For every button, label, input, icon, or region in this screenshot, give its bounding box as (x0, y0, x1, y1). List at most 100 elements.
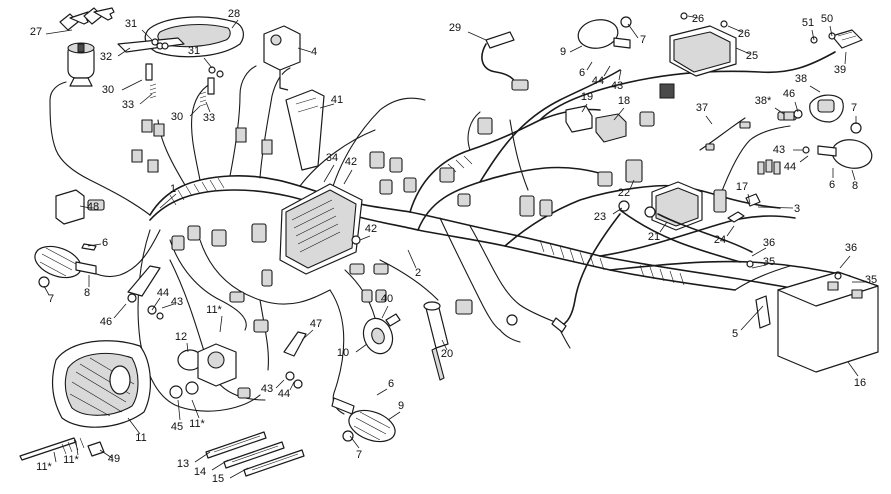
voltage-regulator (659, 12, 737, 99)
leader-line-c38b (774, 107, 785, 115)
callout-c4: 4 (311, 46, 317, 58)
callout-c6d: 6 (388, 378, 394, 390)
leader-line-c38a (809, 85, 821, 93)
leader-line-c40 (381, 305, 389, 319)
fuse-holder (727, 193, 761, 223)
leader-line-c8b (851, 169, 856, 181)
callout-c43c: 43 (773, 144, 785, 156)
callout-c11d: 11* (36, 461, 52, 473)
ignition-keys (59, 7, 115, 31)
turn-signal-front-left (34, 243, 97, 288)
callout-c22: 22 (618, 187, 630, 199)
callout-c24: 24 (714, 234, 726, 246)
callout-c8a: 8 (84, 287, 90, 299)
callout-c3: 3 (794, 203, 800, 215)
battery (746, 260, 879, 373)
callout-c44d: 44 (278, 388, 290, 400)
leader-line-c45 (177, 399, 181, 421)
handlebar-switch (263, 25, 301, 91)
cable-ties (205, 431, 305, 477)
leader-line-c44d (289, 381, 295, 391)
leader-line-c1 (159, 193, 177, 209)
callout-c48: 48 (87, 201, 99, 213)
callout-c10: 10 (337, 347, 349, 359)
callout-c41: 41 (331, 94, 343, 106)
spark-plug-cap (481, 31, 529, 91)
callout-c47: 47 (310, 318, 322, 330)
leader-line-c21 (659, 221, 668, 233)
leader-line-c50 (829, 25, 833, 37)
leader-line-c20 (441, 339, 448, 351)
leader-line-c36a (751, 247, 767, 257)
leader-line-c31b (203, 57, 213, 69)
leader-line-c10 (355, 343, 368, 353)
part-callouts: 12345666677778899101111*11*11*11*1213141… (30, 8, 877, 485)
leader-line-c48 (79, 205, 91, 209)
callout-c1: 1 (170, 183, 176, 195)
callout-c43d: 43 (261, 383, 273, 395)
callout-c32: 32 (100, 51, 112, 63)
callout-leader-lines (43, 15, 868, 479)
callout-c20: 20 (441, 348, 453, 360)
callout-c26b: 26 (738, 28, 750, 40)
leader-line-c11c (191, 399, 200, 419)
leader-line-c34 (323, 164, 335, 183)
leader-line-c42a (343, 169, 353, 185)
callout-c8b: 8 (852, 180, 858, 192)
headlight (52, 340, 151, 428)
leader-line-c15 (229, 467, 249, 479)
leader-line-c12 (186, 342, 189, 353)
leader-line-c33b (205, 101, 211, 113)
ignition-coil (423, 301, 449, 381)
callout-c6c: 6 (829, 179, 835, 191)
leader-line-c11e (75, 441, 79, 456)
leader-line-c51 (811, 29, 815, 41)
leader-line-c30a (121, 79, 143, 91)
callout-c46b: 46 (783, 88, 795, 100)
leader-line-c37 (705, 115, 713, 125)
leader-line-c9a (569, 45, 583, 53)
turn-signal-front-right (577, 16, 632, 49)
leader-line-c44a (151, 297, 161, 311)
leader-line-c22 (629, 179, 635, 190)
callout-c51: 51 (802, 17, 814, 29)
callout-c38b: 38* (755, 95, 772, 107)
callout-c34: 34 (326, 152, 338, 164)
turn-signal-rear-left (331, 397, 396, 443)
leader-line-c42b (359, 235, 371, 241)
callout-c11b: 11* (206, 304, 222, 316)
leader-line-c7b (627, 23, 639, 39)
leader-line-c41 (319, 103, 335, 109)
leader-line-c25 (735, 47, 751, 55)
callout-c43a: 43 (171, 296, 183, 308)
leader-line-c31a (141, 29, 153, 41)
callout-c44b: 44 (592, 75, 604, 87)
leader-line-c26b (727, 25, 743, 33)
leader-line-c17 (747, 193, 751, 205)
callout-c26a: 26 (692, 13, 704, 25)
callout-c50: 50 (821, 13, 833, 25)
leader-line-c24 (726, 225, 735, 237)
callout-c49: 49 (108, 453, 120, 465)
cluster-screws-springs (145, 38, 224, 107)
leader-line-c32 (117, 47, 131, 57)
leader-line-c35a (751, 264, 767, 269)
headlight-screws (19, 437, 105, 461)
callout-c44a: 44 (157, 287, 169, 299)
leader-line-c3 (757, 206, 794, 209)
leader-line-c11b (219, 315, 223, 333)
callout-c13: 13 (177, 458, 189, 470)
callout-c5: 5 (732, 328, 738, 340)
leader-line-c2 (407, 249, 417, 269)
ignition-lock (67, 42, 95, 87)
callout-c25: 25 (746, 50, 758, 62)
leader-line-c29 (467, 31, 487, 41)
connector-block (55, 189, 105, 225)
callout-c31b: 31 (188, 45, 200, 57)
callout-c2: 2 (415, 267, 421, 279)
callout-c33b: 33 (203, 112, 215, 124)
callout-c11e: 11* (63, 454, 79, 466)
callout-c7b: 7 (640, 34, 646, 46)
callout-c27: 27 (30, 26, 42, 38)
